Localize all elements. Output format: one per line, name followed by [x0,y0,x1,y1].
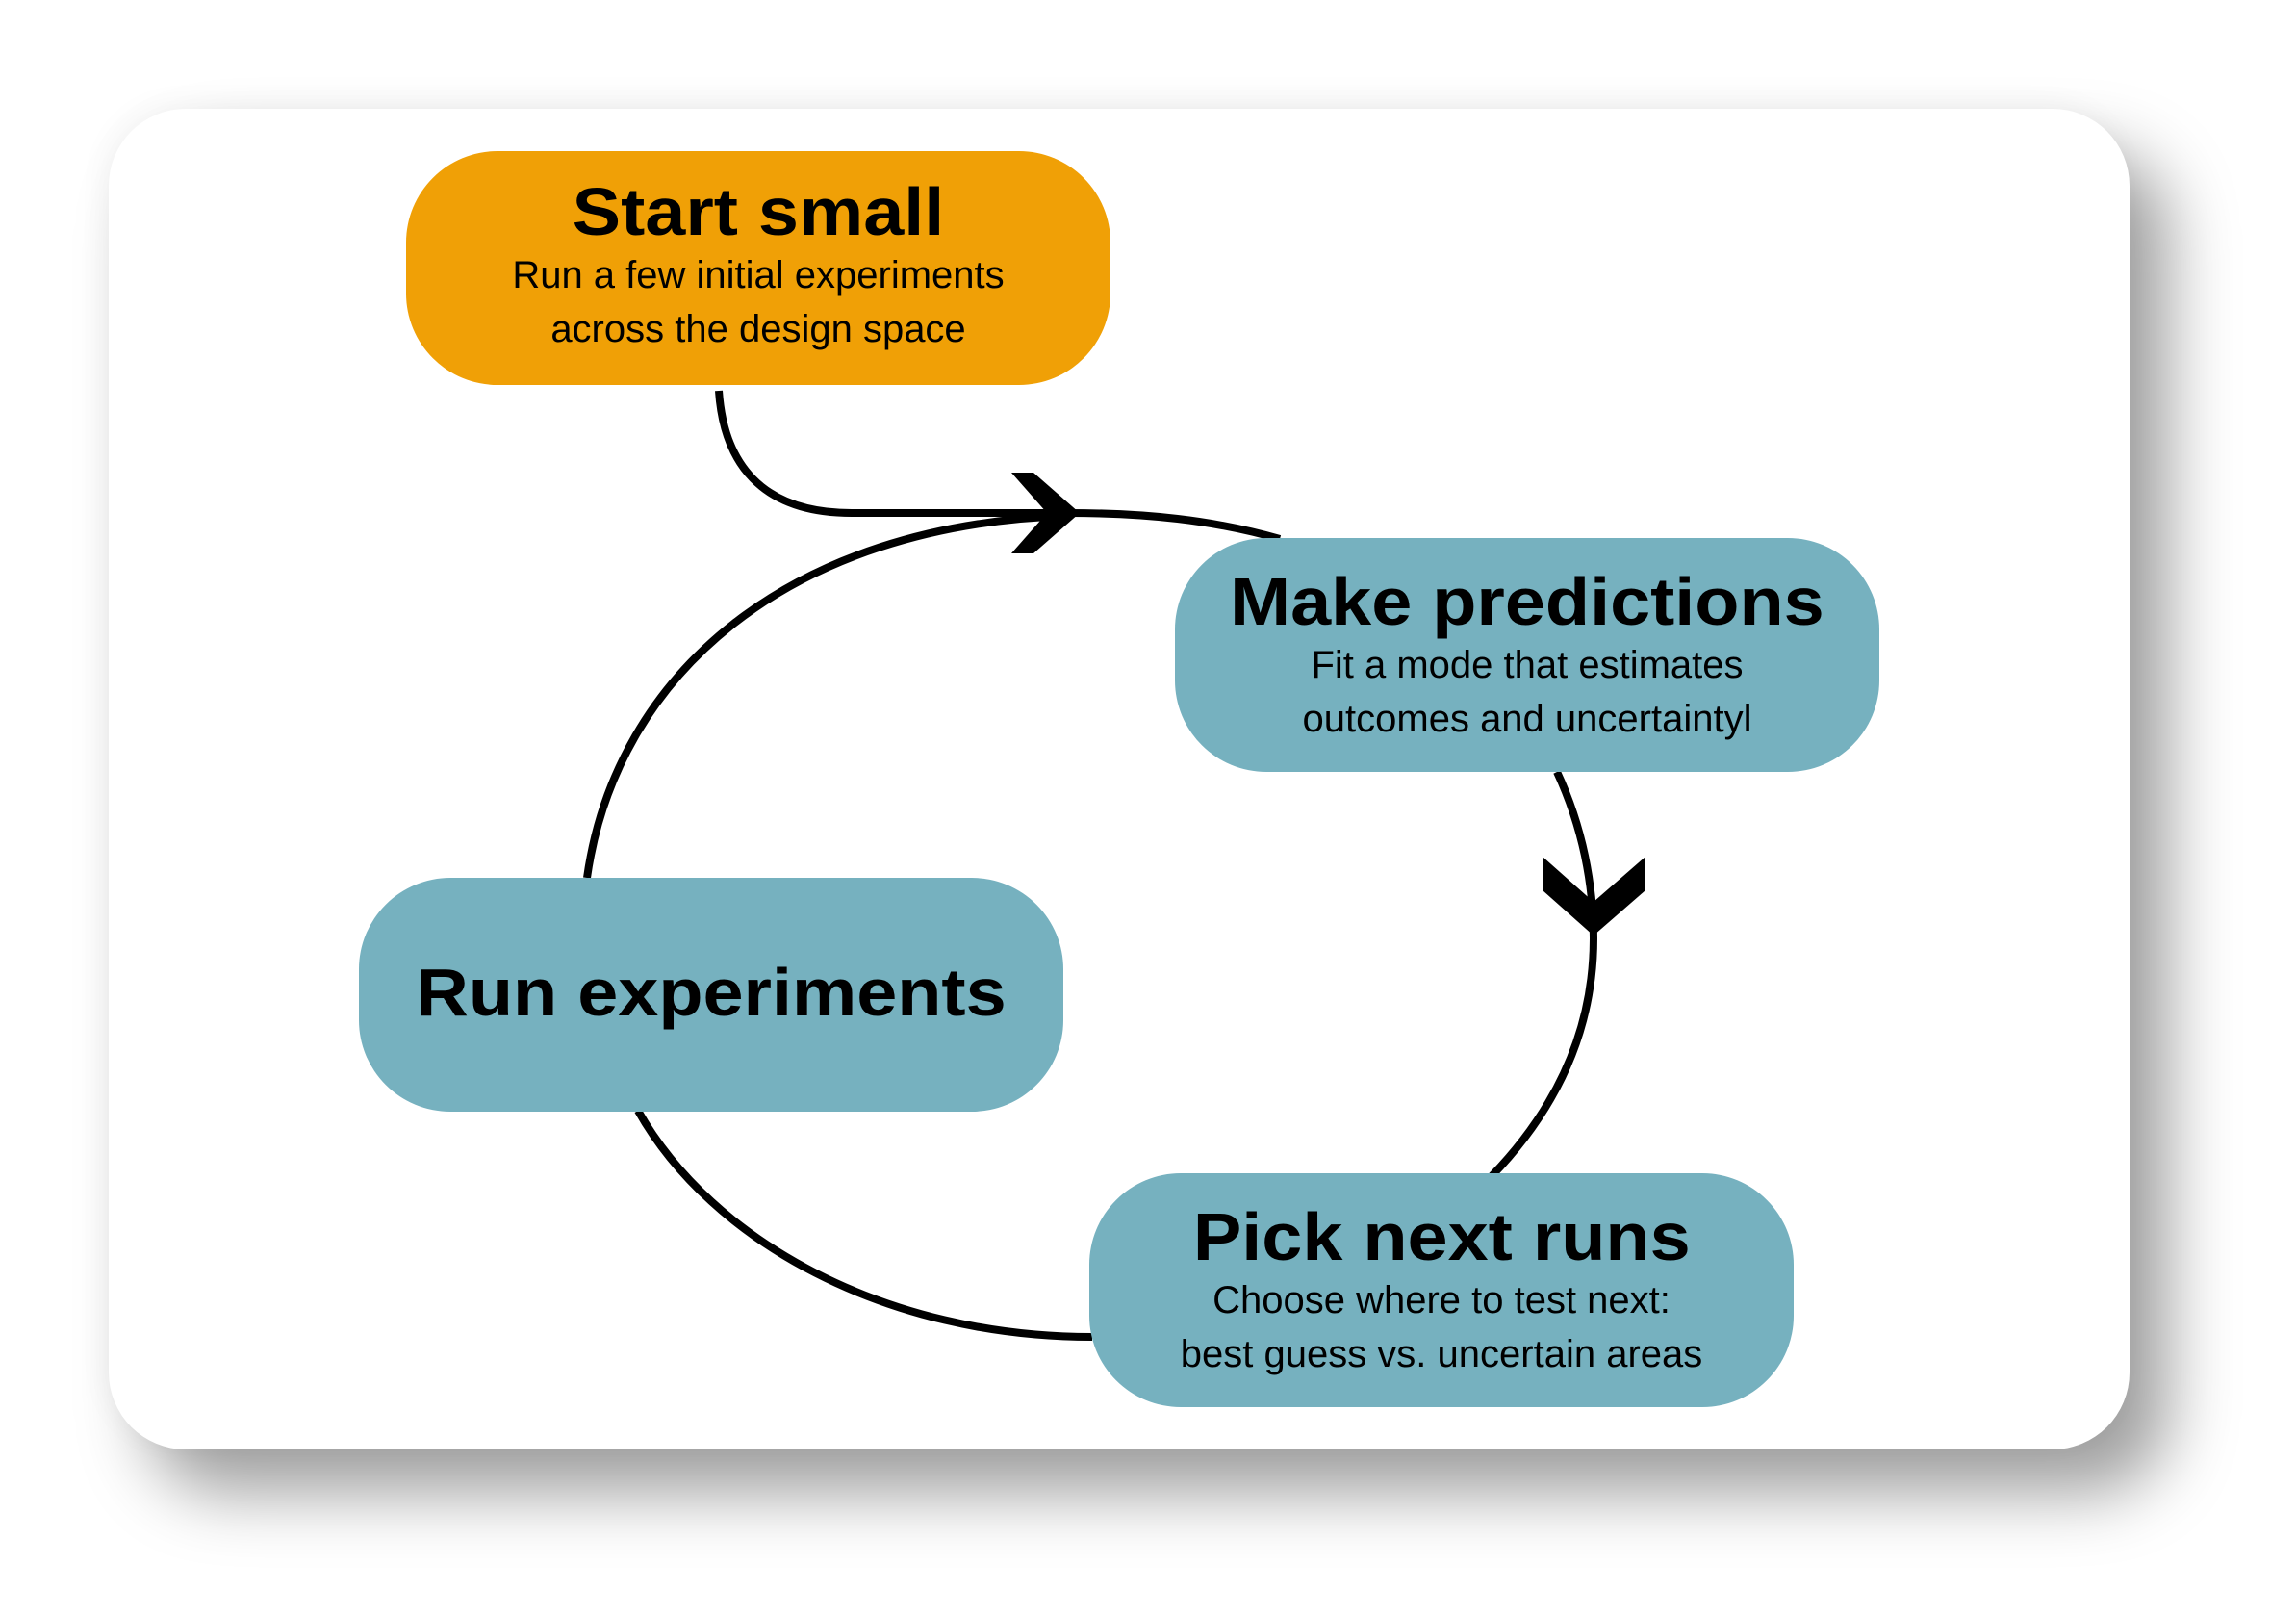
node-description-line: Choose where to test next: [1212,1278,1671,1321]
node-start-small: Start small Run a few initial experiment… [406,151,1110,385]
chevron-right-icon [1011,473,1080,553]
connector-pick-to-run [634,1109,1093,1341]
node-description-line: Run a few initial experiments [512,253,1005,296]
node-title: Run experiments [416,954,1007,1030]
node-run-experiments: Run experiments [359,878,1063,1112]
node-description-line: outcomes and uncertaintyl [1302,697,1752,740]
chevron-down-icon [1543,857,1645,936]
node-title: Make predictions [1230,563,1824,639]
node-pick-next-runs: Pick next runs Choose where to test next… [1089,1173,1794,1407]
node-title: Start small [572,173,945,249]
connector-start-to-cycle [715,390,1059,517]
connector-top-to-predict [1067,509,1282,543]
node-description-line: best guess vs. uncertain areas [1180,1332,1703,1375]
node-description-line: Fit a mode that estimates [1311,643,1744,686]
node-title: Pick next runs [1192,1198,1691,1274]
node-make-predictions: Make predictions Fit a mode that estimat… [1175,538,1879,772]
node-description-line: across the design space [550,307,966,350]
connector-run-to-top [583,512,1069,879]
connector-predict-to-pick [1489,770,1598,1179]
